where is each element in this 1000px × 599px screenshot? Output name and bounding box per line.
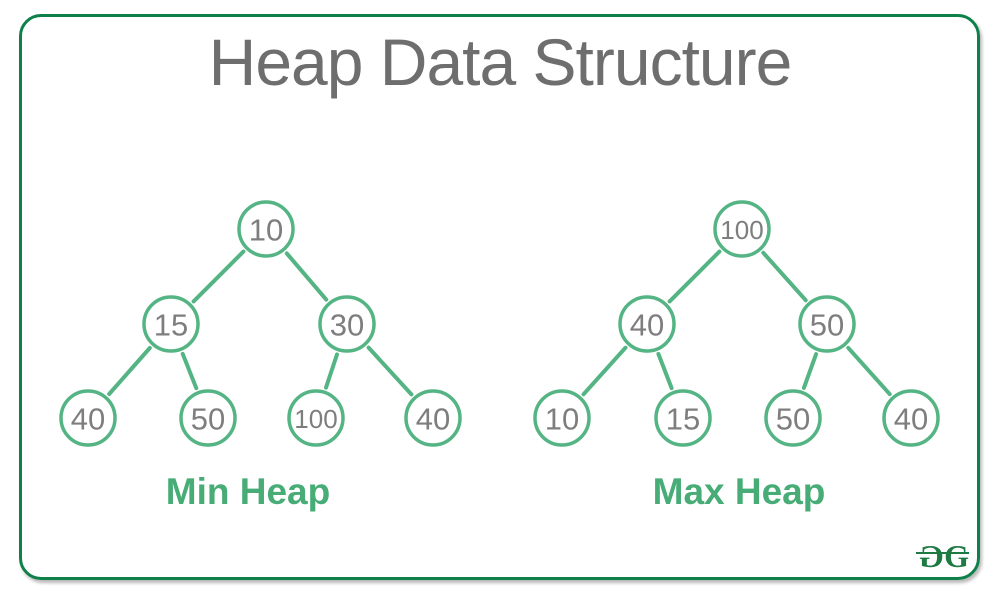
tree-node-value: 40 bbox=[630, 308, 664, 343]
tree-edge bbox=[846, 345, 892, 397]
tree-node-circle bbox=[713, 200, 771, 258]
border-frame bbox=[19, 14, 980, 580]
tree-node-circle bbox=[237, 200, 295, 258]
tree-node-value: 15 bbox=[666, 402, 700, 437]
tree-edge bbox=[581, 345, 628, 397]
tree-node: 100 bbox=[287, 389, 345, 447]
tree-edge bbox=[761, 250, 808, 303]
tree-edge bbox=[180, 351, 199, 391]
tree-node-value: 10 bbox=[545, 402, 579, 437]
tree-edge bbox=[324, 352, 339, 390]
tree-node: 40 bbox=[404, 389, 462, 447]
tree-edge bbox=[801, 352, 819, 390]
geeksforgeeks-logo: GG bbox=[915, 537, 969, 574]
tree-node-circle bbox=[533, 389, 591, 447]
tree-node: 30 bbox=[318, 295, 376, 353]
tree-node: 40 bbox=[59, 389, 117, 447]
tree-node-circle bbox=[142, 295, 200, 353]
tree-node-circle bbox=[618, 295, 676, 353]
tree-node-value: 100 bbox=[720, 215, 763, 245]
max-heap-label: Max Heap bbox=[652, 471, 826, 512]
tree-node: 50 bbox=[764, 389, 822, 447]
tree-node: 10 bbox=[237, 200, 295, 258]
tree-node-circle bbox=[287, 389, 345, 447]
tree-node: 100 bbox=[713, 200, 771, 258]
tree-edge bbox=[107, 346, 152, 396]
tree-node: 40 bbox=[882, 389, 940, 447]
tree-edge bbox=[191, 249, 246, 304]
tree-edge bbox=[366, 345, 414, 397]
tree-node-value: 40 bbox=[71, 402, 105, 437]
tree-node-value: 10 bbox=[249, 213, 283, 248]
tree-node: 15 bbox=[654, 389, 712, 447]
tree-node-circle bbox=[59, 389, 117, 447]
logo-strike-bar bbox=[915, 551, 969, 555]
tree-node-value: 40 bbox=[416, 402, 450, 437]
min-heap-tree: 10 15 30 40 50 100 40 bbox=[59, 200, 462, 447]
tree-node-circle bbox=[179, 389, 237, 447]
tree-node-value: 100 bbox=[294, 404, 337, 434]
tree-edge bbox=[656, 351, 674, 391]
tree-node: 15 bbox=[142, 295, 200, 353]
tree-node-value: 40 bbox=[894, 402, 928, 437]
tree-node-circle bbox=[318, 295, 376, 353]
tree-node-value: 30 bbox=[330, 308, 364, 343]
tree-node-value: 50 bbox=[776, 402, 810, 437]
tree-node-circle bbox=[882, 389, 940, 447]
tree-node: 40 bbox=[618, 295, 676, 353]
max-heap-tree: 100 40 50 10 15 50 40 bbox=[533, 200, 940, 447]
logo-letter: G bbox=[944, 537, 969, 574]
tree-node-circle bbox=[404, 389, 462, 447]
tree-edge bbox=[284, 251, 329, 302]
tree-node-circle bbox=[764, 389, 822, 447]
tree-node-circle bbox=[654, 389, 712, 447]
tree-node: 50 bbox=[798, 295, 856, 353]
tree-node: 10 bbox=[533, 389, 591, 447]
tree-node-value: 15 bbox=[154, 308, 188, 343]
tree-node-circle bbox=[798, 295, 856, 353]
tree-node-value: 50 bbox=[810, 308, 844, 343]
logo-letter-reversed: G bbox=[920, 537, 945, 574]
tree-edge bbox=[667, 249, 722, 304]
tree-node: 50 bbox=[179, 389, 237, 447]
tree-node-value: 50 bbox=[191, 402, 225, 437]
min-heap-label: Min Heap bbox=[165, 471, 331, 512]
page-title: Heap Data Structure bbox=[208, 25, 793, 99]
